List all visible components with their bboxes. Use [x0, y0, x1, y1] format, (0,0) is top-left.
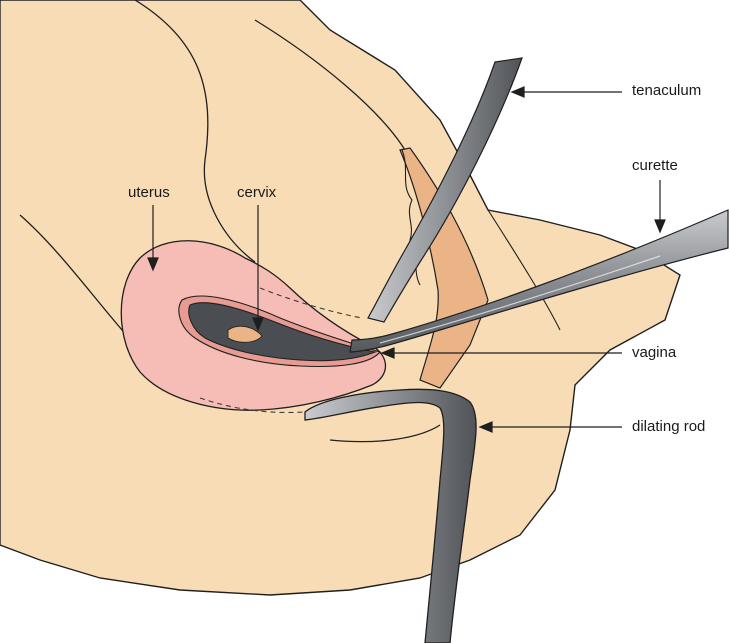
label-vagina: vagina [632, 344, 677, 361]
leader-curette [654, 180, 666, 234]
peritoneal-outline-lower [199, 397, 306, 414]
curette-shaft-line [379, 255, 661, 344]
body-silhouette [0, 0, 681, 596]
peritoneal-outline [259, 287, 363, 319]
curette-instrument [349, 209, 729, 353]
tenaculum-instrument [367, 57, 523, 323]
leader-tenaculum [510, 86, 622, 98]
leader-dilating-rod [478, 421, 622, 433]
leader-vagina [380, 347, 622, 359]
label-cervix: cervix [237, 184, 277, 201]
label-uterus: uterus [128, 184, 170, 201]
label-tenaculum: tenaculum [632, 82, 702, 99]
leader-cervix [252, 205, 264, 332]
body-contour-upper [134, 0, 256, 263]
leader-uterus [147, 205, 159, 272]
body-contour-buttock [487, 209, 561, 331]
label-dilating-rod: dilating rod [632, 418, 706, 435]
label-curette: curette [632, 157, 678, 174]
body-contour-lower [329, 424, 441, 443]
body-contour-back [254, 19, 406, 151]
uterine-cavity [188, 302, 377, 362]
cavity-tissue [227, 325, 263, 343]
